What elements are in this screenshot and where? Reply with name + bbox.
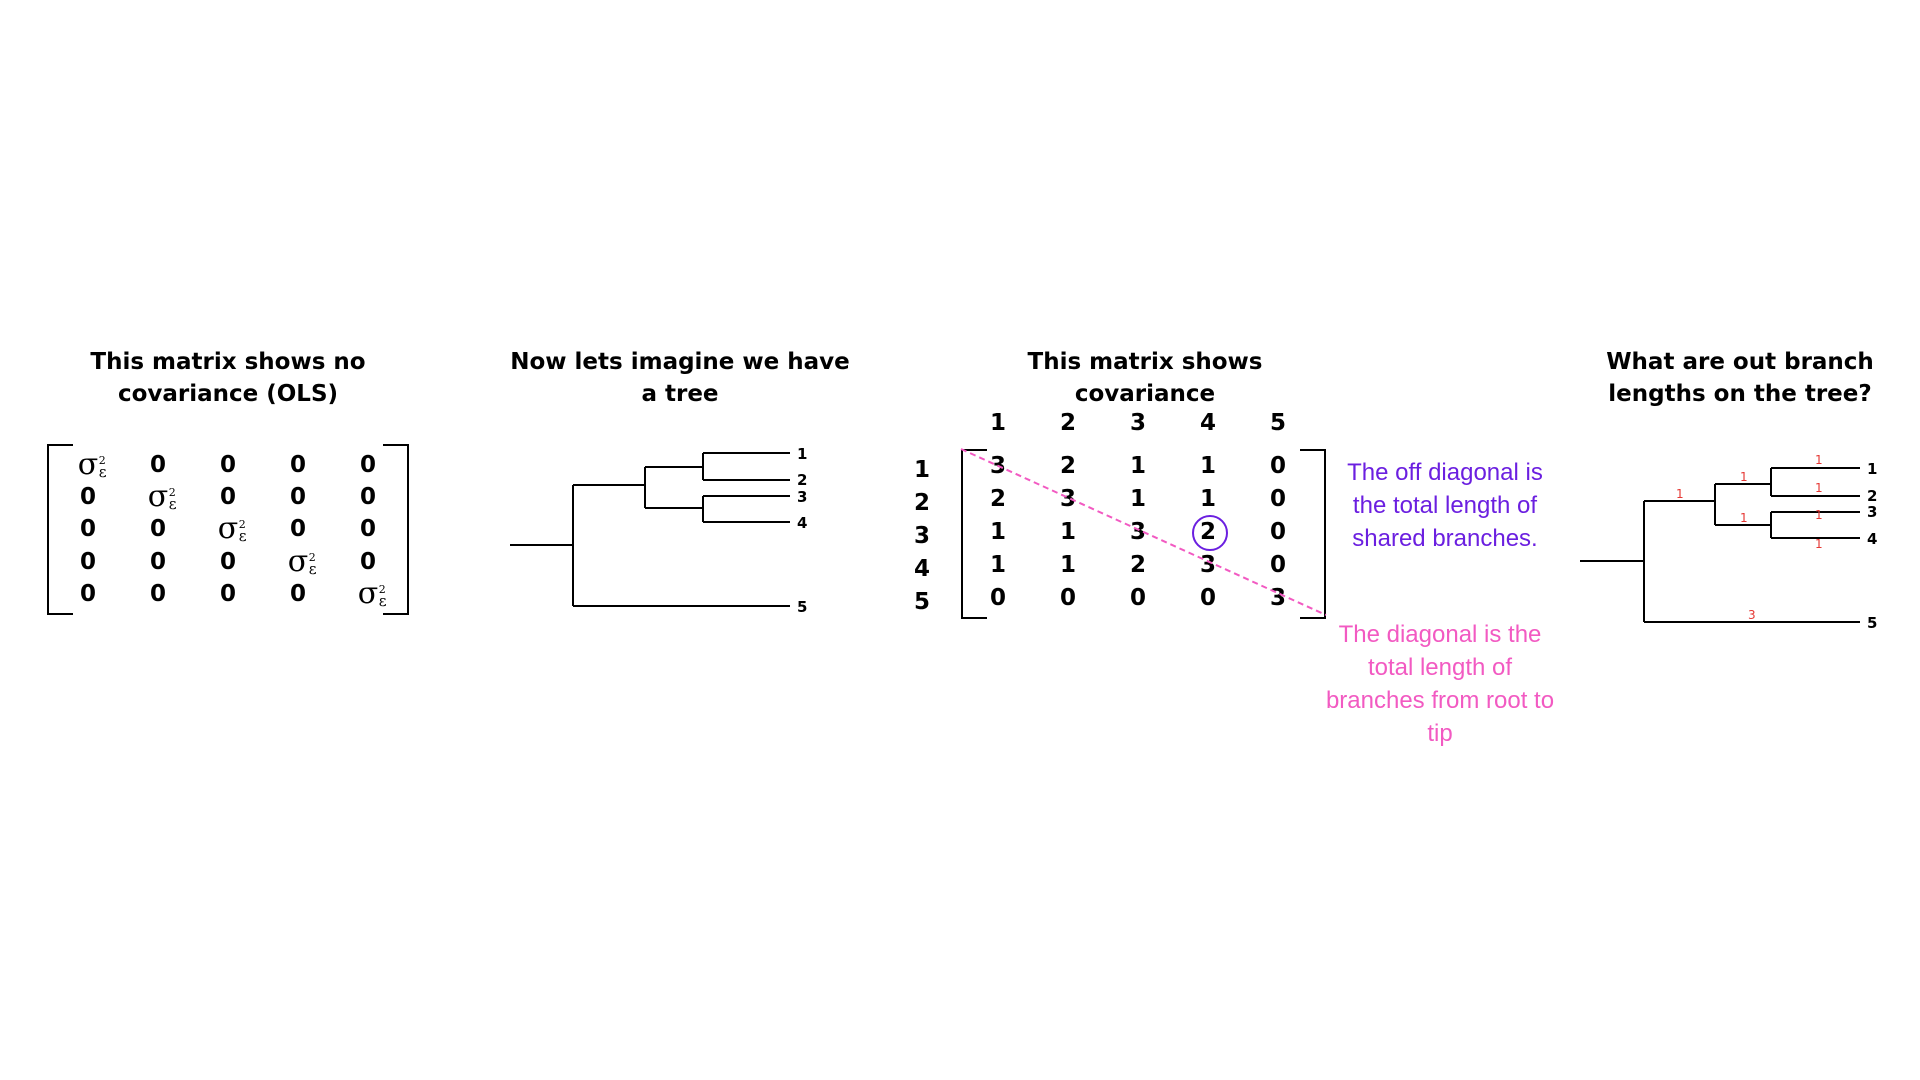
matrix2-cell: 0	[1059, 585, 1076, 611]
matrix2-cell: 2	[1059, 453, 1076, 479]
matrix2-cell: 1	[989, 519, 1006, 545]
matrix2-row-header: 3	[913, 523, 930, 549]
matrix2-col-header: 4	[1199, 410, 1216, 436]
tree-tip-label: 1	[797, 445, 807, 463]
panel3-title: This matrix shows covariance	[1027, 349, 1263, 407]
tree-tip-label: 1	[1867, 460, 1877, 478]
tree-tip-label: 2	[797, 471, 807, 489]
matrix2-cell: 0	[1129, 585, 1146, 611]
matrix2-cell: 1	[1059, 519, 1076, 545]
matrix1-cell: 0	[289, 516, 306, 542]
matrix2-cell: 3	[1199, 552, 1216, 578]
matrix2-cell: 1	[1059, 552, 1076, 578]
tree-tip-label: 3	[1867, 503, 1877, 521]
highlight-circle	[1192, 515, 1228, 551]
tree-tip-label: 2	[1867, 487, 1877, 505]
matrix2-cell: 0	[1269, 552, 1286, 578]
matrix2-col-header: 2	[1059, 410, 1076, 436]
panel1-title: This matrix shows no covariance (OLS)	[90, 349, 366, 407]
matrix1-cell: 0	[219, 581, 236, 607]
matrix2-col-header: 5	[1269, 410, 1286, 436]
panel4-title: What are out branch lengths on the tree?	[1606, 349, 1874, 407]
matrix2-row-header: 5	[913, 589, 930, 615]
matrix2-cell: 3	[1059, 486, 1076, 512]
matrix2-cell: 0	[1269, 486, 1286, 512]
matrix1-left-bracket	[47, 444, 73, 615]
matrix1-cell: 0	[359, 484, 376, 510]
tree-tip-label: 3	[797, 488, 807, 506]
matrix1-cell: 0	[359, 549, 376, 575]
matrix2-cell: 0	[1199, 585, 1216, 611]
tree-diagram: 1 2 3 4 5	[510, 445, 807, 616]
tree-tip-label: 5	[1867, 614, 1877, 632]
branch-length-label: 1	[1815, 481, 1823, 495]
matrix2-cell: 1	[1199, 453, 1216, 479]
branch-length-label: 1	[1740, 511, 1748, 525]
branch-length-label: 1	[1676, 487, 1684, 501]
branch-length-label: 1	[1815, 453, 1823, 467]
matrix1-cell: 0	[219, 452, 236, 478]
matrix1-cell: 0	[289, 452, 306, 478]
matrix1-cell: 0	[79, 516, 96, 542]
tree-tip-label: 4	[1867, 530, 1877, 548]
matrix1-cell: 0	[79, 581, 96, 607]
branch-length-label: 1	[1815, 537, 1823, 551]
matrix1-cell: 0	[219, 484, 236, 510]
branch-length-label: 3	[1748, 608, 1756, 622]
matrix1-cell: 0	[149, 452, 166, 478]
branch-length-label: 1	[1815, 508, 1823, 522]
matrix2-cell: 2	[989, 486, 1006, 512]
matrix1-cell: 0	[289, 484, 306, 510]
panel2-title: Now lets imagine we have a tree	[510, 349, 850, 407]
diagonal-note: The diagonal is the total length of bran…	[1325, 621, 1555, 747]
matrix1-cell: 0	[359, 452, 376, 478]
matrix2-cell: 2	[1199, 519, 1216, 545]
tree-with-branch-lengths: 1 1 1 1 1 1 1 3 1 2 3 4 5	[1580, 453, 1877, 632]
matrix2-cell: 0	[989, 585, 1006, 611]
branch-length-label: 1	[1740, 470, 1748, 484]
matrix1-cell: 0	[79, 484, 96, 510]
matrix2-cell: 3	[1129, 519, 1146, 545]
matrix1-cell: 0	[149, 581, 166, 607]
matrix2-row-header: 2	[913, 490, 930, 516]
matrix1-cell: 0	[149, 549, 166, 575]
matrix2-cell: 0	[1269, 519, 1286, 545]
matrix2-row-header: 4	[913, 556, 930, 582]
matrix1-cell: 0	[359, 516, 376, 542]
matrix2-left-bracket	[961, 449, 987, 619]
tree-tip-label: 4	[797, 514, 807, 532]
matrix2-cell: 2	[1129, 552, 1146, 578]
matrix1-cell: 0	[79, 549, 96, 575]
off-diagonal-note: The off diagonal is the total length of …	[1347, 459, 1543, 552]
tree-tip-label: 5	[797, 598, 807, 616]
matrix2-cell: 0	[1269, 453, 1286, 479]
matrix2-cell: 1	[1129, 453, 1146, 479]
matrix2-row-header: 1	[913, 457, 930, 483]
matrix2-cell: 1	[1129, 486, 1146, 512]
matrix2-right-bracket	[1300, 449, 1326, 619]
matrix1-cell: 0	[289, 581, 306, 607]
matrix2-cell: 1	[989, 552, 1006, 578]
matrix2-col-header: 1	[989, 410, 1006, 436]
matrix2-cell: 1	[1199, 486, 1216, 512]
matrix1-right-bracket	[383, 444, 409, 615]
matrix1-cell: 0	[219, 549, 236, 575]
matrix2-col-header: 3	[1129, 410, 1146, 436]
matrix1-cell: 0	[149, 516, 166, 542]
